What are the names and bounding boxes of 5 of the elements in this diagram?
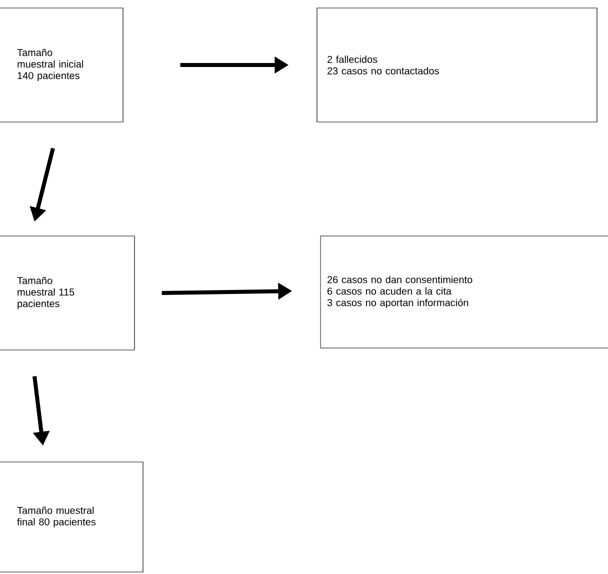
text-box: Tamaño muestral final 80 pacientes	[0, 462, 144, 572]
text-box: Tamaño muestral 115 pacientes	[0, 236, 135, 350]
text-box: 26 casos no dan consentimiento 6 casos no acuden a la cita 3 casos no aportan información	[320, 236, 608, 348]
text-box: 2 fallecidos 23 casos no contactados	[316, 8, 598, 122]
text-box: Tamaño muestral inicial 140 pacientes	[0, 8, 124, 122]
